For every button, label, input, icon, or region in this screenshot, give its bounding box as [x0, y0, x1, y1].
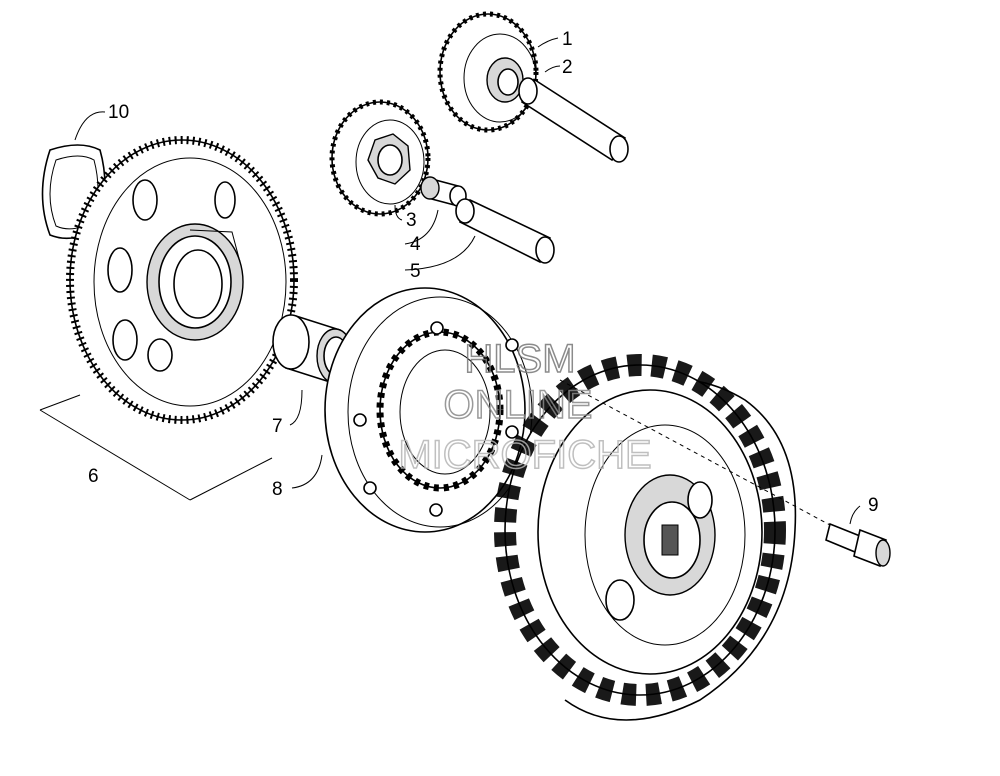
watermark: HLSM ONLINE MICROFICHE	[398, 336, 653, 478]
part-2-shaft	[518, 77, 629, 163]
part-1-idler-gear	[437, 11, 539, 133]
callout-6: 6	[88, 466, 99, 487]
part-5-shaft	[455, 198, 555, 264]
watermark-line-3: MICROFICHE	[398, 433, 651, 477]
callout-3: 3	[406, 210, 417, 231]
callout-1: 1	[562, 29, 573, 50]
leader-lines	[39, 37, 861, 526]
callout-5: 5	[410, 261, 421, 282]
callout-9: 9	[868, 495, 879, 516]
flywheel-rotor	[494, 354, 797, 721]
watermark-line-2: ONLINE	[444, 383, 593, 427]
callout-8: 8	[272, 479, 283, 500]
callout-4: 4	[410, 234, 421, 255]
part-8-clutch-plate	[324, 287, 533, 533]
callout-labels: 1 2 3 4 5 6 7 8 9 10	[88, 29, 879, 516]
callout-10: 10	[108, 102, 129, 123]
part-3-gear	[329, 99, 431, 217]
part-6-starter-gear	[66, 136, 298, 424]
watermark-line-1: HLSM	[464, 337, 575, 381]
callout-7: 7	[272, 416, 283, 437]
part-9-bolt	[825, 522, 891, 568]
callout-2: 2	[562, 57, 573, 78]
